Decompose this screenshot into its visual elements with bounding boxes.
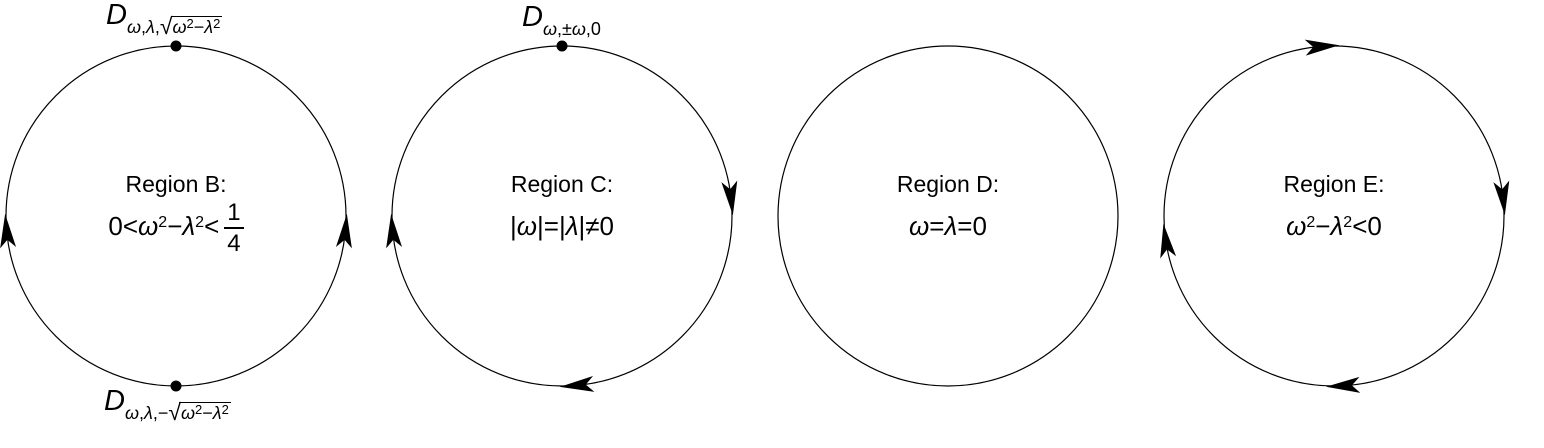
d-symbol: D [104, 385, 125, 417]
radical: √ω2−λ2 [159, 13, 223, 39]
region-c-text: Region C: |ω|=|λ|≠0 [392, 171, 732, 241]
region-title: Region D: [896, 171, 1000, 197]
region-c-diagram [386, 40, 738, 392]
d-symbol: D [106, 0, 127, 31]
region-e-text: Region E: ω2−λ2<0 [1164, 171, 1504, 241]
flow-arrowhead-bottom-left [559, 375, 595, 392]
region-formula: |ω|=|λ|≠0 [510, 211, 614, 241]
d-symbol: D [522, 1, 543, 33]
region-d-text: Region D: ω=λ=0 [778, 171, 1118, 241]
region-title: Region B: [125, 171, 227, 197]
flow-arrowhead-bottom-left [1325, 376, 1361, 393]
radical: √ω2−λ2 [168, 399, 231, 425]
circle-region-d [777, 45, 1119, 387]
fixed-point-label-top: Dω,λ,√ω2−λ2 [106, 0, 223, 39]
fixed-point-dot-top [170, 40, 182, 52]
flow-arrowhead-top-right [1304, 39, 1340, 56]
fixed-point-dot-bottom [170, 380, 182, 392]
region-formula: ω2−λ2<0 [1286, 211, 1382, 241]
fixed-point-label-top: Dω,±ω,0 [522, 1, 601, 39]
flow-arrowhead-left-up [386, 213, 403, 249]
panel-region-d: Region D: ω=λ=0 [772, 0, 1158, 448]
flow-arrowhead-right-down [1493, 180, 1510, 216]
flow-arrowhead-left-up [1160, 223, 1177, 259]
fixed-point-dot-top [556, 40, 568, 52]
flow-arrowhead-right-down [721, 180, 738, 216]
region-d-diagram [777, 45, 1119, 387]
region-title: Region C: [510, 171, 614, 197]
region-e-diagram [1160, 39, 1510, 393]
panel-region-e: Region E: ω2−λ2<0 [1158, 0, 1544, 448]
region-title: Region E: [1283, 171, 1385, 197]
flow-arrowhead-right-up [335, 213, 352, 249]
region-b-diagram [0, 40, 352, 392]
region-formula: ω=λ=0 [909, 211, 987, 241]
panel-region-c: Dω,±ω,0 Region C: |ω|=|λ|≠0 [386, 0, 772, 448]
flow-arrowhead-left-up [0, 213, 17, 249]
fixed-point-label-bottom: Dω,λ,−√ω2−λ2 [104, 385, 231, 425]
